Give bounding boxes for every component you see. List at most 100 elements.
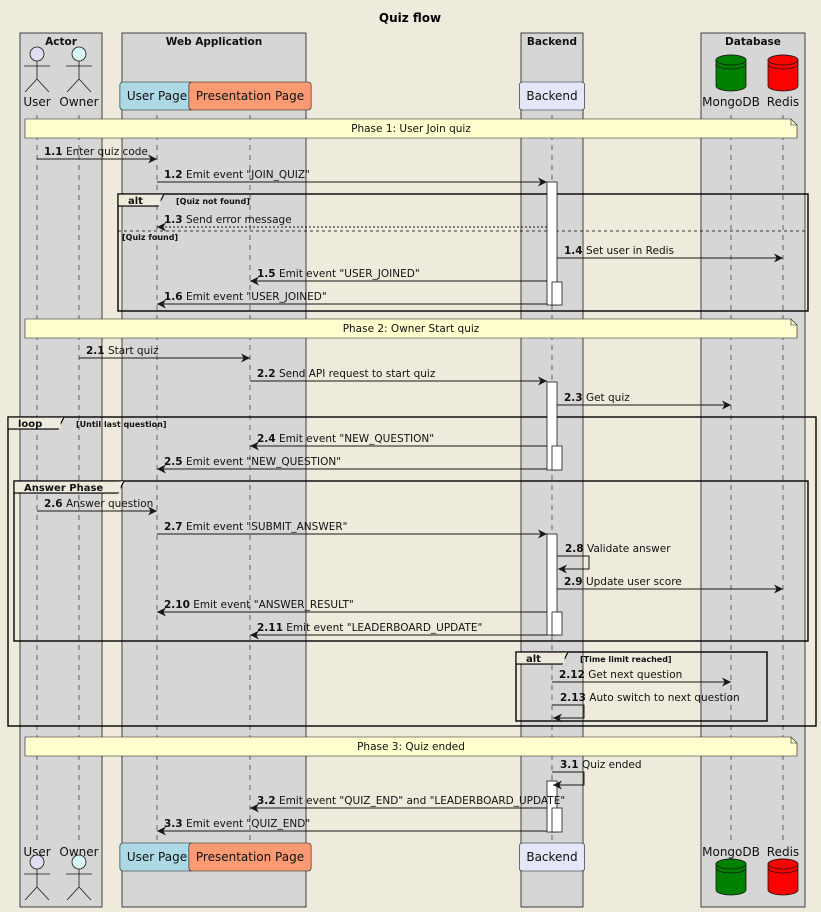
fragment-frame [7, 416, 817, 727]
message-1-3: 1.3 Send error message [157, 214, 547, 232]
message-label: 2.10 Emit event "ANSWER_RESULT" [164, 599, 354, 611]
participant-group-label: Backend [527, 36, 577, 48]
message-label: 2.11 Emit event "LEADERBOARD_UPDATE" [257, 622, 482, 634]
message-number: 2.9 [564, 576, 583, 588]
actor-leg-icon [78, 78, 92, 93]
message-self-arrow [552, 704, 585, 723]
message-self-arrow [552, 771, 585, 790]
participant-label: User Page [127, 89, 187, 103]
fragment-keyword: loop [18, 419, 42, 430]
fragment-guard: [Until last question] [76, 420, 166, 429]
message-1-1: 1.1 Enter quiz code [37, 146, 157, 164]
phase-note-corner [790, 119, 797, 126]
database-rim-icon [767, 867, 799, 874]
actor-leg-icon [36, 886, 50, 901]
message-self-arrow [557, 555, 590, 574]
message-3-3: 3.3 Emit event "QUIZ_END" [157, 818, 547, 836]
message-number: 2.7 [164, 521, 183, 533]
message-text: Start quiz [105, 345, 160, 357]
lifelines [36, 115, 784, 843]
database-top-icon [715, 54, 747, 66]
message-text: Answer question [63, 498, 154, 510]
message-text: Validate answer [584, 543, 672, 555]
activation-bar [551, 445, 563, 471]
message-number: 3.1 [560, 759, 579, 771]
message-2-12: 2.12 Get next question [552, 669, 731, 687]
actor-head-icon [29, 854, 45, 870]
participant-box [519, 81, 585, 111]
message-2-5: 2.5 Emit event "NEW_QUESTION" [157, 456, 547, 474]
actor-leg-icon [36, 78, 50, 93]
message-text: Emit event "NEW_QUESTION" [276, 433, 434, 445]
message-number: 2.1 [86, 345, 105, 357]
message-text: Get quiz [583, 392, 631, 404]
fragment-tab-fill [118, 194, 161, 206]
message-label: 1.1 Enter quiz code [44, 146, 148, 158]
fragment-frame [117, 193, 809, 312]
message-label: 1.5 Emit event "USER_JOINED" [257, 268, 420, 280]
message-number: 2.4 [257, 433, 276, 445]
fragment-frame [515, 651, 768, 722]
message-number: 2.3 [564, 392, 583, 404]
message-2-7: 2.7 Emit event "SUBMIT_ANSWER" [157, 521, 547, 539]
actor-head-icon [71, 46, 87, 62]
message-text: Send API request to start quiz [276, 368, 436, 380]
message-label: 1.4 Set user in Redis [564, 245, 674, 257]
message-label: 2.12 Get next question [559, 669, 682, 681]
message-2-1: 2.1 Start quiz [79, 345, 250, 363]
message-text: Send error message [183, 214, 292, 226]
message-label: 2.8 Validate answer [565, 543, 671, 555]
message-text: Update user score [583, 576, 682, 588]
fragment-frame [13, 480, 809, 642]
message-text: Enter quiz code [63, 146, 148, 158]
message-label: 2.1 Start quiz [86, 345, 159, 357]
phase-note-corner [790, 319, 797, 326]
message-2-11: 2.11 Emit event "LEADERBOARD_UPDATE" [250, 622, 547, 640]
message-label: 2.4 Emit event "NEW_QUESTION" [257, 433, 434, 445]
message-text: Quiz ended [579, 759, 642, 771]
message-number: 1.6 [164, 291, 183, 303]
fragment-tab-fill [8, 417, 61, 429]
message-text: Emit event "USER_JOINED" [276, 268, 420, 280]
fragment-tab-fill [516, 652, 565, 664]
message-text: Emit event "USER_JOINED" [183, 291, 327, 303]
message-number: 2.11 [257, 622, 283, 634]
message-1-2: 1.2 Emit event "JOIN_QUIZ" [157, 169, 547, 187]
message-number: 2.12 [559, 669, 585, 681]
phase-note-text: Phase 3: Quiz ended [357, 741, 465, 753]
message-2-4: 2.4 Emit event "NEW_QUESTION" [250, 433, 547, 451]
message-label: 3.3 Emit event "QUIZ_END" [164, 818, 310, 830]
participant-box [519, 842, 585, 872]
participant-label: Backend [526, 89, 577, 103]
diagram-title: Quiz flow [379, 11, 441, 25]
message-text: Set user in Redis [583, 245, 674, 257]
message-label: 2.6 Answer question [44, 498, 153, 510]
participant-group-label: Actor [45, 36, 78, 48]
message-2-2: 2.2 Send API request to start quiz [250, 368, 547, 386]
message-2-9: 2.9 Update user score [557, 576, 783, 594]
message-1-4: 1.4 Set user in Redis [557, 245, 783, 263]
message-number: 2.13 [560, 692, 586, 704]
participant-label: Owner [59, 845, 98, 859]
activation-bar [551, 807, 563, 833]
activation-bar [551, 281, 563, 306]
message-number: 2.10 [164, 599, 190, 611]
message-label: 3.2 Emit event "QUIZ_END" and "LEADERBOA… [257, 795, 565, 807]
phase-note-corner [790, 737, 797, 744]
participant-label: Presentation Page [196, 850, 304, 864]
message-text: Emit event "LEADERBOARD_UPDATE" [283, 622, 482, 634]
actor-leg-icon [24, 886, 38, 901]
fragment-else-guard: [Quiz found] [122, 233, 178, 242]
participant-group-box [19, 32, 103, 908]
participant-label: Redis [767, 845, 799, 859]
database-rim-icon [767, 63, 799, 70]
participant-group-box [121, 32, 307, 908]
message-label: 1.2 Emit event "JOIN_QUIZ" [164, 169, 310, 181]
phase-note [24, 318, 798, 339]
message-number: 1.4 [564, 245, 583, 257]
message-label: 3.1 Quiz ended [560, 759, 642, 771]
message-3-2: 3.2 Emit event "QUIZ_END" and "LEADERBOA… [250, 795, 565, 813]
actor-leg-icon [24, 78, 38, 93]
